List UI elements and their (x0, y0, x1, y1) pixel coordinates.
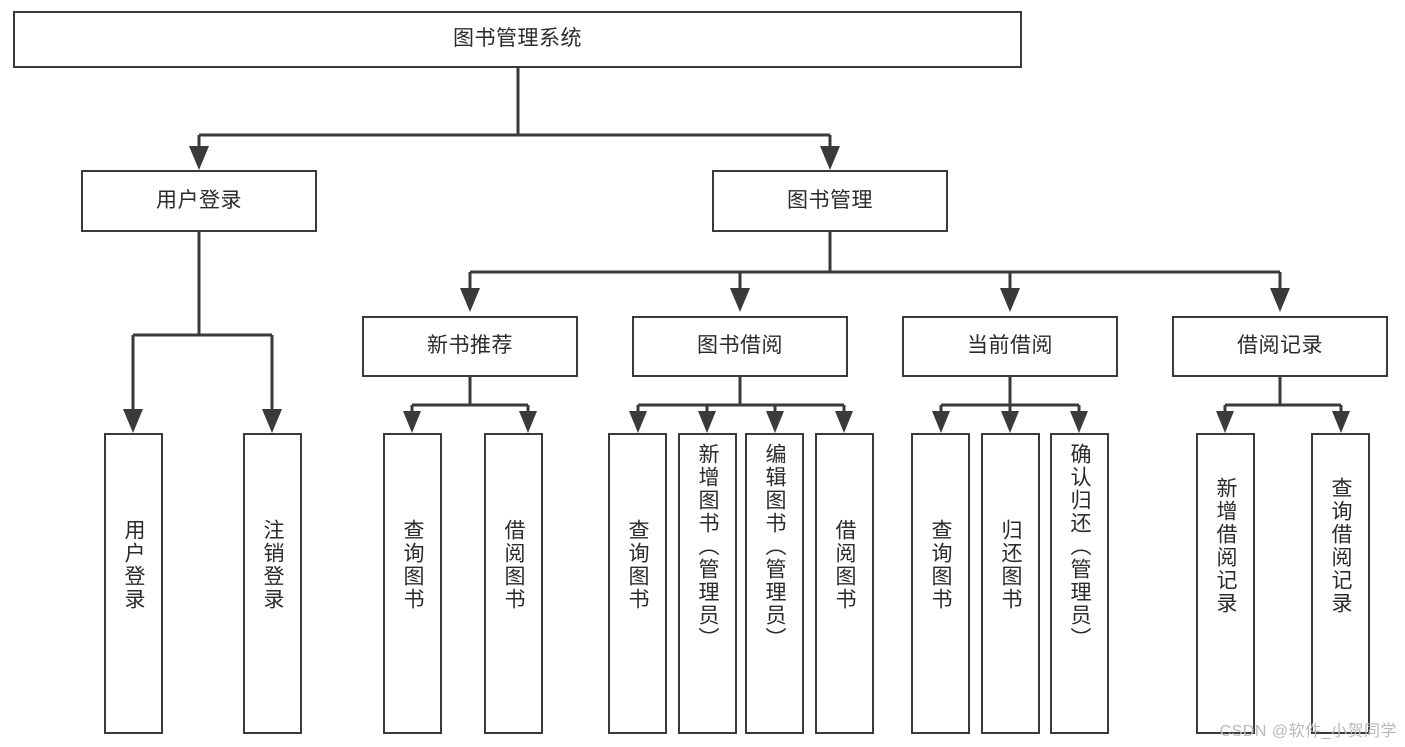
node-leaf-borrow-book-2-label: 借阅图书 (833, 519, 856, 611)
node-user-login-label: 用户登录 (156, 188, 242, 212)
node-leaf-edit-book-label: 编辑图书（管理员） (763, 443, 786, 650)
node-book-borrow-label: 图书借阅 (697, 334, 783, 358)
node-book-manage[interactable]: 图书管理 (712, 170, 948, 232)
node-leaf-query-record[interactable]: 查询借阅记录 (1311, 433, 1370, 734)
node-leaf-confirm-return-label: 确认归还（管理员） (1068, 443, 1091, 650)
node-leaf-user-login-label: 用户登录 (122, 519, 145, 611)
node-leaf-borrow-book-2[interactable]: 借阅图书 (815, 433, 874, 734)
node-leaf-add-record[interactable]: 新增借阅记录 (1196, 433, 1255, 734)
node-borrow-record[interactable]: 借阅记录 (1172, 316, 1388, 377)
node-new-book-recommend[interactable]: 新书推荐 (362, 316, 578, 377)
node-leaf-query-record-label: 查询借阅记录 (1329, 477, 1352, 615)
node-leaf-borrow-book-1-label: 借阅图书 (502, 519, 525, 611)
node-leaf-query-book-2-label: 查询图书 (626, 519, 649, 611)
node-leaf-confirm-return[interactable]: 确认归还（管理员） (1050, 433, 1109, 734)
node-leaf-query-book-3[interactable]: 查询图书 (911, 433, 970, 734)
node-leaf-query-book-2[interactable]: 查询图书 (608, 433, 667, 734)
node-leaf-borrow-book-1[interactable]: 借阅图书 (484, 433, 543, 734)
node-book-borrow[interactable]: 图书借阅 (632, 316, 848, 377)
node-leaf-user-login[interactable]: 用户登录 (104, 433, 163, 734)
node-root-label: 图书管理系统 (453, 27, 582, 51)
node-leaf-return-book-label: 归还图书 (999, 519, 1022, 611)
node-current-borrow[interactable]: 当前借阅 (902, 316, 1118, 377)
node-current-borrow-label: 当前借阅 (967, 334, 1053, 358)
node-user-login[interactable]: 用户登录 (81, 170, 317, 232)
node-leaf-return-book[interactable]: 归还图书 (981, 433, 1040, 734)
node-new-book-recommend-label: 新书推荐 (427, 334, 513, 358)
watermark-text: CSDN @软件_小贺同学 (1219, 723, 1397, 740)
node-root[interactable]: 图书管理系统 (13, 11, 1022, 68)
node-leaf-add-book-label: 新增图书（管理员） (696, 443, 719, 650)
node-leaf-edit-book[interactable]: 编辑图书（管理员） (745, 433, 804, 734)
node-leaf-query-book-1[interactable]: 查询图书 (383, 433, 442, 734)
node-leaf-query-book-3-label: 查询图书 (929, 519, 952, 611)
node-leaf-add-book[interactable]: 新增图书（管理员） (678, 433, 737, 734)
node-borrow-record-label: 借阅记录 (1237, 334, 1323, 358)
node-leaf-logout[interactable]: 注销登录 (243, 433, 302, 734)
node-leaf-add-record-label: 新增借阅记录 (1214, 477, 1237, 615)
node-leaf-logout-label: 注销登录 (261, 519, 284, 611)
node-leaf-query-book-1-label: 查询图书 (401, 519, 424, 611)
node-book-manage-label: 图书管理 (787, 188, 873, 212)
